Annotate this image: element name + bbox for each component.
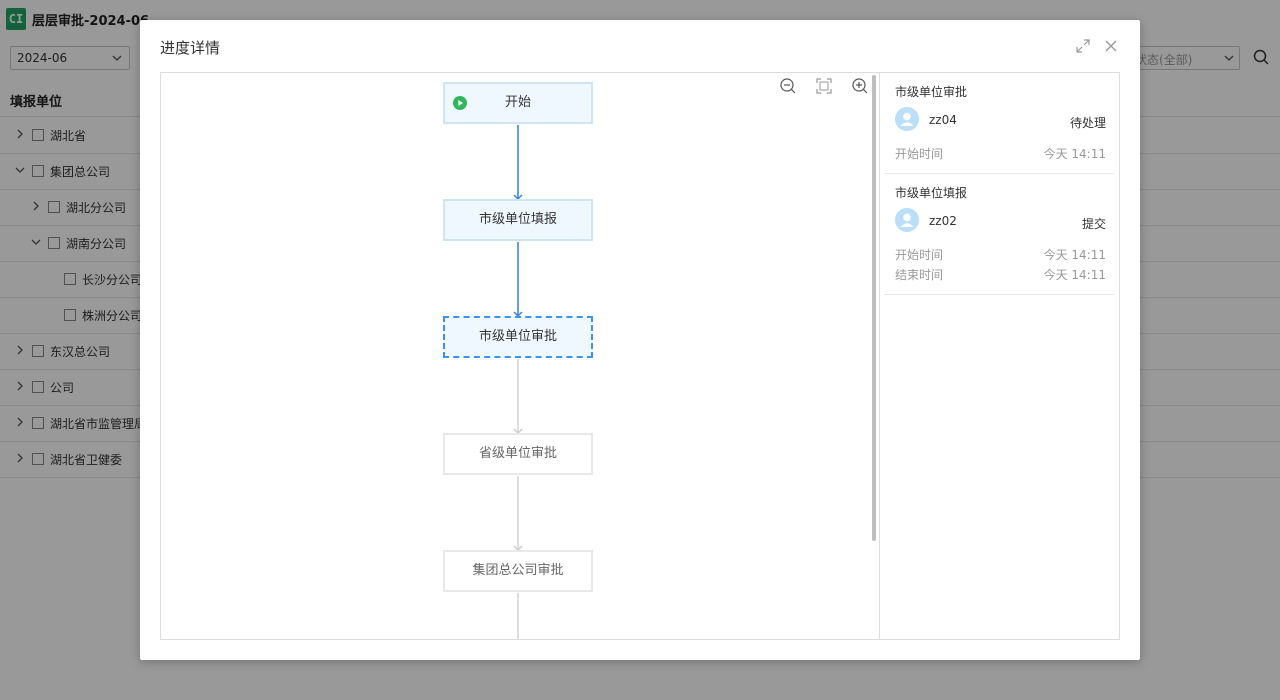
record-user: zz04	[929, 113, 957, 127]
tree-checkbox[interactable]	[64, 309, 76, 321]
flow-node-start[interactable]: 开始	[443, 82, 593, 124]
record-field-label: 开始时间	[895, 147, 944, 161]
tree-checkbox[interactable]	[32, 129, 44, 141]
chevron-right-icon[interactable]	[15, 345, 25, 355]
modal-title: 进度详情	[160, 39, 221, 57]
flow-node-label: 开始	[504, 95, 531, 110]
flow-node-label: 市级单位审批	[478, 329, 557, 344]
tree-row-label: 湖北省	[50, 129, 87, 143]
app-title: 层层审批-2024-06	[32, 14, 150, 29]
flow-node-label: 省级单位审批	[478, 446, 557, 461]
record-field-value: 今天 14:11	[1043, 268, 1106, 282]
flow-node-label: 集团总公司审批	[472, 563, 564, 578]
record-field-value: 今天 14:11	[1043, 248, 1106, 262]
play-icon	[453, 96, 467, 110]
chevron-down-icon	[112, 55, 122, 61]
fit-view-icon[interactable]	[815, 77, 833, 95]
flow-node[interactable]: 市级单位填报	[443, 199, 593, 241]
tree-checkbox[interactable]	[48, 201, 60, 213]
approval-record: 市级单位填报 zz02 提交 开始时间 今天 14:11 结束时间 今天 14:…	[884, 174, 1114, 295]
tree-checkbox[interactable]	[64, 273, 76, 285]
tree-row-label: 公司	[50, 381, 75, 395]
flow-node[interactable]: 集团总公司审批	[443, 550, 593, 592]
tree-row-label: 湖北省卫健委	[50, 453, 123, 467]
tree-checkbox[interactable]	[32, 345, 44, 357]
tree-row-label: 集团总公司	[50, 165, 111, 179]
tree-checkbox[interactable]	[32, 165, 44, 177]
approval-records-panel: 市级单位审批 zz04 待处理 开始时间 今天 14:11 市级单位填报	[879, 73, 1120, 639]
flow-node-current[interactable]: 市级单位审批	[443, 316, 593, 358]
tree-row-label: 湖北分公司	[66, 201, 127, 215]
chevron-right-icon[interactable]	[15, 381, 25, 391]
flow-node[interactable]: 省级单位审批	[443, 433, 593, 475]
tree-row-label: 东汉总公司	[50, 345, 111, 359]
flow-node-label: 市级单位填报	[478, 212, 557, 227]
zoom-out-icon[interactable]	[779, 77, 797, 95]
chevron-right-icon[interactable]	[15, 129, 25, 139]
period-select[interactable]: 2024-06	[10, 46, 130, 70]
chevron-down-icon[interactable]	[15, 165, 25, 175]
tree-row-label: 株洲分公司	[82, 309, 143, 323]
record-title: 市级单位审批	[895, 85, 968, 99]
fullscreen-icon[interactable]	[1075, 38, 1091, 54]
chevron-down-icon	[1224, 55, 1234, 61]
flow-panel[interactable]: 开始 市级单位填报 市级单位审批 省级单位审批 集团总公司审批	[161, 73, 879, 639]
flow-connectors	[513, 125, 523, 639]
search-icon[interactable]	[1252, 48, 1270, 66]
tree-checkbox[interactable]	[48, 237, 60, 249]
period-select-value: 2024-06	[17, 51, 68, 65]
close-icon[interactable]	[1103, 38, 1119, 54]
approval-record: 市级单位审批 zz04 待处理 开始时间 今天 14:11	[884, 73, 1114, 174]
record-action: 提交	[1081, 217, 1106, 231]
tree-row-label: 湖北省市监管理局	[50, 417, 147, 431]
app-logo: CI	[6, 8, 26, 30]
record-title: 市级单位填报	[895, 186, 968, 200]
record-field-value: 今天 14:11	[1043, 147, 1106, 161]
record-user: zz02	[929, 214, 957, 228]
avatar	[895, 208, 919, 232]
record-action: 待处理	[1069, 116, 1106, 130]
scrollbar[interactable]	[872, 75, 876, 541]
record-field-label: 开始时间	[895, 248, 944, 262]
chevron-down-icon[interactable]	[31, 237, 41, 247]
tree-row-label: 长沙分公司	[82, 273, 143, 287]
avatar	[895, 107, 919, 131]
record-field-label: 结束时间	[895, 268, 944, 282]
app-header: CI 层层审批-2024-06	[0, 0, 1280, 38]
tree-checkbox[interactable]	[32, 381, 44, 393]
zoom-in-icon[interactable]	[851, 77, 869, 95]
tree-header-label: 填报单位	[10, 95, 63, 110]
tree-checkbox[interactable]	[32, 417, 44, 429]
status-select[interactable]: 定状态(全部)	[1120, 46, 1240, 70]
tree-row-label: 湖南分公司	[66, 237, 127, 251]
chevron-right-icon[interactable]	[31, 201, 41, 211]
status-select-value: 定状态(全部)	[1123, 53, 1193, 67]
progress-detail-modal: 进度详情	[140, 20, 1140, 660]
modal-body: 开始 市级单位填报 市级单位审批 省级单位审批 集团总公司审批	[160, 72, 1120, 640]
tree-checkbox[interactable]	[32, 453, 44, 465]
chevron-right-icon[interactable]	[15, 417, 25, 427]
chevron-right-icon[interactable]	[15, 453, 25, 463]
